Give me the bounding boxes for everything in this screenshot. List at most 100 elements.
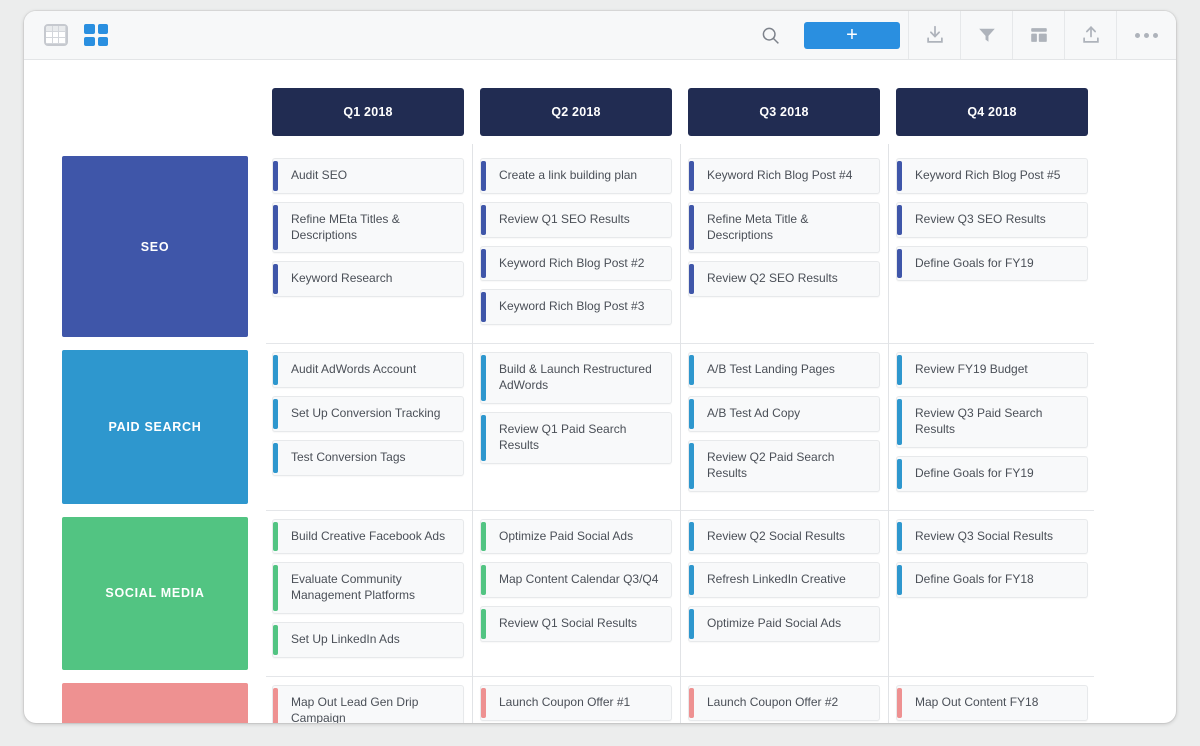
card-accent-bar	[273, 687, 278, 723]
task-card[interactable]: Build Creative Facebook Ads	[272, 518, 464, 555]
task-card[interactable]: Review Q1 SEO Results	[480, 201, 672, 238]
task-card-label: Launch Coupon Offer #2	[707, 694, 839, 709]
filter-button[interactable]	[960, 11, 1012, 59]
task-card[interactable]: Launch Coupon Offer #1	[480, 684, 672, 721]
card-accent-bar	[689, 565, 694, 596]
task-card[interactable]: Keyword Rich Blog Post #4	[688, 158, 880, 194]
board-cell: Keyword Rich Blog Post #5 Review Q3 SEO R…	[888, 143, 1094, 350]
task-card[interactable]: A/B Test Ad Copy	[688, 396, 880, 432]
card-accent-bar	[689, 399, 694, 429]
task-card-label: Define Goals for FY19	[915, 255, 1034, 270]
card-accent-bar	[481, 355, 486, 401]
task-card[interactable]: Review FY19 Budget	[896, 352, 1088, 389]
card-accent-bar	[481, 565, 486, 596]
task-card[interactable]: Refresh LinkedIn Creative	[688, 562, 880, 599]
add-button[interactable]: +	[804, 21, 900, 49]
category-tile-email-marketing[interactable]: EMAIL MARKETING	[62, 682, 248, 723]
task-card[interactable]: Keyword Rich Blog Post #2	[480, 245, 672, 282]
task-card-label: Map Out Lead Gen Drip Campaign	[291, 694, 419, 723]
card-accent-bar	[897, 521, 902, 552]
task-card[interactable]: Map Out Content FY18	[896, 684, 1088, 721]
card-accent-bar	[481, 292, 486, 323]
task-card-label: Review FY19 Budget	[915, 362, 1028, 377]
upload-button[interactable]	[1064, 11, 1116, 59]
table-view-icon[interactable]	[44, 24, 68, 46]
task-card[interactable]: Refine Meta Title & Descriptions	[688, 201, 880, 254]
task-card[interactable]: Optimize Paid Social Ads	[480, 518, 672, 555]
task-card[interactable]: Review Q2 Social Results	[688, 518, 880, 555]
task-card[interactable]: Define Goals for FY19	[896, 455, 1088, 492]
task-card[interactable]: Create a link building plan	[480, 158, 672, 194]
task-card-label: Refine Meta Title & Descriptions	[707, 211, 809, 242]
upload-icon	[1082, 26, 1099, 43]
board-view-icon[interactable]	[84, 24, 108, 46]
task-card-label: Review Q1 Paid Search Results	[499, 421, 627, 452]
task-card[interactable]: A/B Test Landing Pages	[688, 352, 880, 389]
task-card[interactable]: Review Q3 SEO Results	[896, 201, 1088, 238]
task-card-label: Launch Coupon Offer #1	[499, 694, 631, 709]
task-card[interactable]: Keyword Rich Blog Post #3	[480, 289, 672, 326]
task-card[interactable]: Keyword Research	[272, 261, 464, 298]
task-card-label: Review Q1 Social Results	[499, 616, 638, 631]
task-card[interactable]: Launch Coupon Offer #2	[688, 684, 880, 721]
search-button[interactable]	[744, 11, 796, 59]
task-card[interactable]: Build & Launch Restructured AdWords	[480, 352, 672, 404]
card-accent-bar	[273, 399, 278, 429]
task-card[interactable]: Evaluate Community Management Platforms	[272, 562, 464, 615]
search-icon	[762, 27, 779, 44]
task-card[interactable]: Set Up Conversion Tracking	[272, 396, 464, 432]
category-tile-seo[interactable]: SEO	[62, 156, 248, 338]
task-card[interactable]: Define Goals for FY18	[896, 562, 1088, 599]
card-accent-bar	[897, 565, 902, 596]
task-card[interactable]: Set Up LinkedIn Ads	[272, 622, 464, 658]
more-options-button[interactable]	[1116, 11, 1176, 59]
task-card[interactable]: Review Q2 SEO Results	[688, 261, 880, 298]
column-header-1[interactable]: Q1 2018	[272, 88, 464, 136]
task-card[interactable]: Review Q1 Paid Search Results	[480, 411, 672, 464]
task-card[interactable]: Optimize Paid Social Ads	[688, 606, 880, 643]
filter-icon	[978, 28, 995, 42]
layout-button[interactable]	[1012, 11, 1064, 59]
download-button[interactable]	[908, 11, 960, 59]
task-card[interactable]: Review Q3 Social Results	[896, 518, 1088, 555]
category-tile-social-media[interactable]: SOCIAL MEDIA	[62, 516, 248, 670]
column-header-4[interactable]: Q4 2018	[896, 88, 1088, 136]
category-tile-paid-search[interactable]: PAID SEARCH	[62, 350, 248, 504]
task-card[interactable]: Review Q2 Paid Search Results	[688, 439, 880, 492]
task-card-label: Build & Launch Restructured AdWords	[499, 362, 652, 393]
task-card-label: Review Q2 Social Results	[707, 528, 846, 543]
task-card[interactable]: Keyword Rich Blog Post #5	[896, 158, 1088, 194]
task-card-label: Audit AdWords Account	[291, 362, 417, 377]
task-card[interactable]: Audit SEO	[272, 158, 464, 194]
card-accent-bar	[481, 248, 486, 279]
task-card[interactable]: Review Q1 Social Results	[480, 606, 672, 643]
task-card-label: Set Up LinkedIn Ads	[291, 632, 400, 647]
task-card[interactable]: Map Out Lead Gen Drip Campaign	[272, 684, 464, 723]
task-card-label: A/B Test Landing Pages	[707, 362, 835, 377]
toolbar-actions: +	[744, 11, 1176, 59]
row-divider-spacer	[56, 510, 262, 511]
task-card-label: Review Q2 SEO Results	[707, 271, 838, 286]
card-accent-bar	[897, 248, 902, 279]
task-card[interactable]: Define Goals for FY19	[896, 245, 1088, 282]
task-card-label: Evaluate Community Management Platforms	[291, 572, 416, 603]
column-header-2[interactable]: Q2 2018	[480, 88, 672, 136]
task-card[interactable]: Review Q3 Paid Search Results	[896, 396, 1088, 448]
row-divider-spacer	[56, 676, 262, 677]
task-card-label: Keyword Rich Blog Post #4	[707, 168, 853, 182]
card-accent-bar	[481, 204, 486, 235]
task-card[interactable]: Audit AdWords Account	[272, 352, 464, 389]
column-header-3[interactable]: Q3 2018	[688, 88, 880, 136]
task-card-label: Define Goals for FY18	[915, 572, 1034, 587]
task-card-label: A/B Test Ad Copy	[707, 406, 801, 421]
task-card[interactable]: Map Content Calendar Q3/Q4	[480, 562, 672, 599]
board-cell: Map Out Content FY18	[888, 670, 1094, 723]
task-card[interactable]: Test Conversion Tags	[272, 439, 464, 476]
task-card-label: Audit SEO	[291, 168, 348, 182]
card-accent-bar	[689, 355, 694, 386]
task-card[interactable]: Refine MEta Titles & Descriptions	[272, 201, 464, 254]
